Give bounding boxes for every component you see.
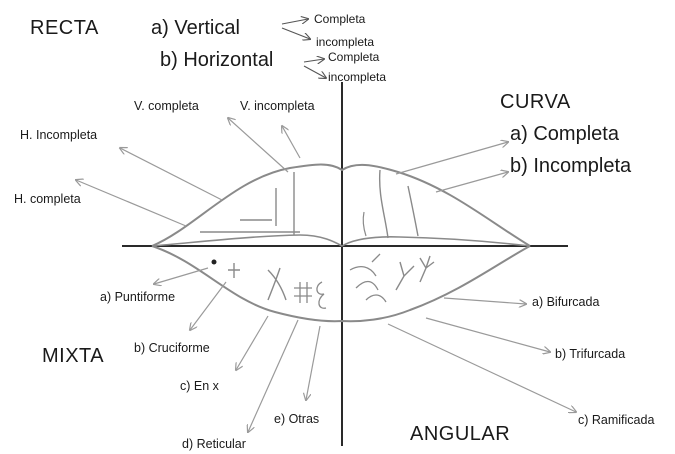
upper-lip-outline — [151, 163, 531, 247]
arrow-vertical-completa — [281, 19, 308, 25]
recta-vertical-incompleta: incompleta — [316, 35, 375, 49]
otras-mark — [316, 281, 327, 309]
recta-vertical-completa: Completa — [314, 12, 366, 26]
label-v-completa: V. completa — [134, 99, 199, 113]
curva-incompleta-label: b) Incompleta — [510, 155, 632, 177]
arrow-horizontal-incompleta — [303, 65, 326, 78]
recta-horizontal-incompleta: incompleta — [328, 70, 387, 84]
arrow-reticular — [248, 319, 299, 432]
label-ramificada: c) Ramificada — [578, 413, 655, 427]
angular-heading: ANGULAR — [410, 423, 511, 445]
label-reticular: d) Reticular — [182, 437, 246, 451]
ramificada-mark — [349, 253, 387, 303]
curva-groove-3 — [362, 211, 367, 237]
recta-horizontal-label: b) Horizontal — [160, 49, 274, 71]
puntiforme-dot — [211, 259, 217, 265]
label-bifurcada: a) Bifurcada — [532, 295, 600, 309]
arrow-v-completa — [228, 118, 289, 173]
label-puntiforme: a) Puntiforme — [100, 290, 176, 304]
label-h-completa: H. completa — [14, 192, 81, 206]
lower-lip-outline — [151, 245, 531, 323]
arrow-h-incompleta — [120, 148, 223, 201]
curva-groove-2 — [407, 185, 419, 237]
arrow-en-x — [236, 315, 269, 370]
arrow-curva-completa — [395, 142, 508, 175]
arrow-puntiforme — [154, 267, 209, 284]
arrow-cruciforme — [190, 281, 227, 330]
arrow-curva-incompleta — [435, 172, 508, 193]
mixta-heading: MIXTA — [42, 345, 105, 367]
arrow-ramificada — [387, 323, 576, 412]
reticular-mark — [294, 282, 312, 303]
curva-groove-1 — [378, 169, 389, 239]
arrow-vertical-incompleta — [281, 27, 310, 39]
arrow-h-completa — [76, 180, 187, 227]
arrow-bifurcada — [443, 297, 526, 304]
arrow-v-incompleta — [282, 126, 301, 159]
curva-heading: CURVA — [500, 91, 571, 113]
curva-completa-label: a) Completa — [510, 123, 619, 145]
label-v-incompleta: V. incompleta — [240, 99, 315, 113]
label-trifurcada: b) Trifurcada — [555, 347, 626, 361]
label-en-x: c) En x — [180, 379, 219, 393]
label-otras: e) Otras — [274, 412, 320, 426]
bifurcada-mark — [395, 261, 415, 291]
label-h-incompleta: H. Incompleta — [20, 128, 98, 142]
label-cruciforme: b) Cruciforme — [134, 341, 210, 355]
arrow-horizontal-completa — [303, 59, 324, 62]
upper-inner-line — [151, 234, 531, 247]
trifurcada-mark — [419, 255, 435, 283]
cruciforme-mark — [228, 263, 240, 278]
recta-horizontal-completa: Completa — [328, 50, 380, 64]
en-x-mark — [267, 267, 287, 301]
recta-vertical-label: a) Vertical — [151, 17, 240, 39]
recta-heading: RECTA — [30, 17, 99, 39]
arrow-otras — [306, 325, 321, 400]
arrow-trifurcada — [425, 317, 550, 352]
